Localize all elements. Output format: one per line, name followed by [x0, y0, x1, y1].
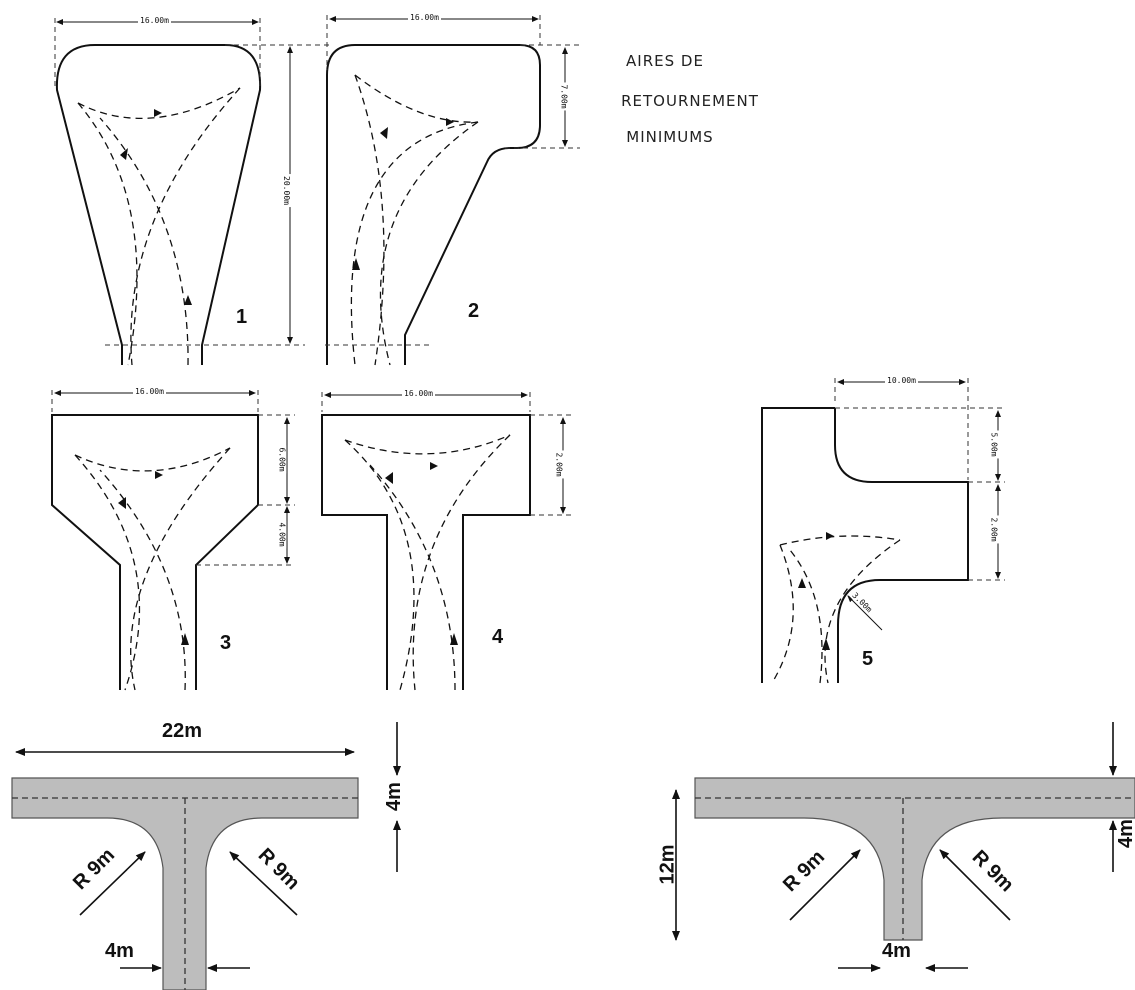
- fig4-width-label: 16.00m: [402, 389, 435, 398]
- fig3-outline: [51, 414, 259, 690]
- side-junction-road: [694, 777, 1135, 941]
- figure-1-drawing: [54, 18, 330, 366]
- fig5-turn-path-a: [779, 535, 901, 546]
- figure-2-number: 2: [468, 300, 480, 322]
- side-radius-right-arrow: [939, 849, 1011, 921]
- fig1-height-label: 20.00m: [281, 174, 291, 207]
- fig4-turn-path-c: [369, 464, 456, 691]
- fig5-lower-label: 2.00m: [989, 515, 999, 544]
- fig3-upper-label: 6.00m: [277, 445, 287, 474]
- title-line-2: RETOURNEMENT: [621, 92, 759, 110]
- side-depth-label: 12m: [656, 844, 679, 885]
- fig5-turn-path-b: [771, 544, 794, 684]
- title-line-3: MINIMUMS: [626, 128, 714, 146]
- figure-4-drawing: [321, 392, 575, 691]
- fig2-width-label: 16.00m: [408, 13, 441, 22]
- fig5-upper-label: 5.00m: [989, 430, 999, 459]
- fig5-turn-path-c: [824, 539, 901, 684]
- figure-5-drawing: [761, 378, 1005, 684]
- fig1-turn-path-b: [130, 87, 241, 366]
- fig3-turn-path-b: [130, 447, 231, 691]
- t-radius-left-arrow: [79, 851, 146, 916]
- fig5-radius-dim: [847, 595, 883, 631]
- side-junction-drawing: [672, 722, 1135, 972]
- fig4-turn-path-b: [412, 434, 511, 691]
- fig1-outline-left: [55, 44, 262, 365]
- fig1-width-label: 16.00m: [138, 16, 171, 25]
- t-lane-label: 4m: [382, 782, 405, 811]
- figure-3-drawing: [51, 390, 295, 691]
- fig4-outline: [321, 414, 531, 690]
- fig3-lower-label: 4.00m: [277, 520, 287, 549]
- fig1-turn-path-c: [99, 117, 189, 366]
- fig3-turn-path-c: [99, 469, 186, 691]
- side-stem-label: 4m: [882, 940, 911, 962]
- fig5-turn-path-d: [789, 549, 823, 684]
- t-stem-label: 4m: [105, 940, 134, 962]
- fig2-outline: [326, 44, 541, 365]
- fig2-turn-path-c: [350, 121, 479, 366]
- fig5-width-label: 10.00m: [885, 376, 918, 385]
- fig5-outline-inner: [834, 408, 969, 683]
- figure-4-number: 4: [492, 626, 504, 648]
- fig1-turn-path-a: [77, 102, 138, 366]
- figure-5-number: 5: [862, 648, 874, 670]
- t-junction-drawing: [11, 722, 401, 990]
- fig3-turn-path-top: [74, 447, 231, 472]
- side-radius-left-arrow: [789, 849, 861, 921]
- t-width-label: 22m: [162, 720, 203, 742]
- side-lane-label: 4m: [1114, 819, 1135, 848]
- fig4-turn-path-a: [344, 439, 415, 691]
- fig2-turn-path-d: [379, 121, 479, 366]
- figure-1-number: 1: [236, 306, 248, 328]
- fig4-depth-label: 2.00m: [554, 450, 564, 479]
- fig4-turn-path-top: [344, 434, 511, 455]
- fig2-turn-path-a: [354, 74, 479, 123]
- fig3-turn-path-a: [74, 454, 141, 691]
- fig5-outline-outer: [761, 407, 835, 683]
- fig2-depth-label: 7.00m: [559, 82, 569, 111]
- t-radius-right-arrow: [229, 851, 298, 916]
- figure-2-drawing: [325, 15, 580, 366]
- fig3-width-label: 16.00m: [133, 387, 166, 396]
- title-line-1: AIRES DE: [626, 52, 704, 70]
- figure-3-number: 3: [220, 632, 232, 654]
- fig2-turn-path-b: [354, 74, 385, 366]
- fig1-turn-path-top: [77, 87, 241, 120]
